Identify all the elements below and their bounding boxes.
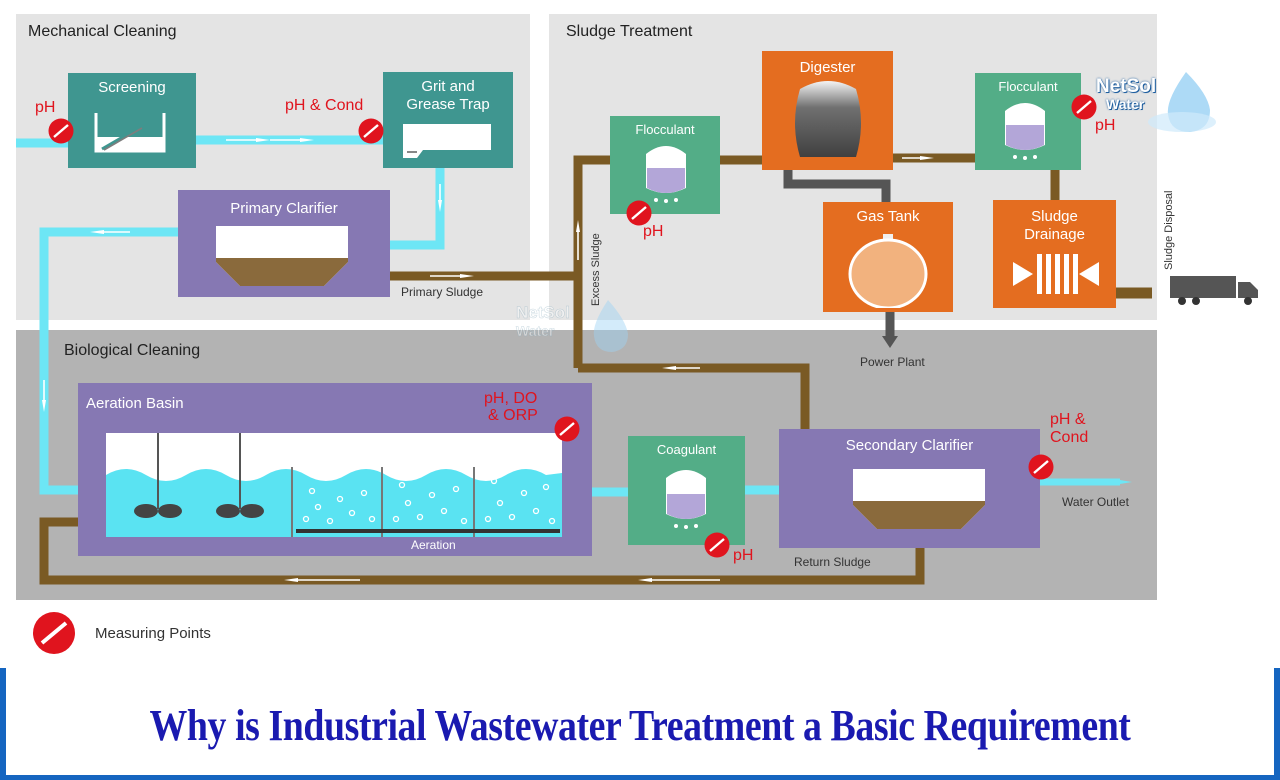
sludge-treatment-title: Sludge Treatment [566, 23, 693, 40]
filter-press-icon [1013, 254, 1099, 294]
aeration-tank-icon [106, 433, 562, 537]
coagulant-tank-icon [666, 470, 706, 529]
bubbles [302, 477, 556, 525]
logo-line1: NetSol [1096, 76, 1157, 97]
measure-coagulant-label: pH [733, 547, 754, 564]
digester-label: Digester [799, 59, 856, 76]
sludge-disposal-label: Sludge Disposal [1163, 190, 1175, 271]
flocculant-right-label: Flocculant [998, 79, 1058, 94]
water-outlet-label: Water Outlet [1062, 495, 1129, 509]
screen-icon [94, 113, 166, 153]
clarifier-tank-icon [216, 226, 348, 286]
grit-trap-icon [403, 124, 491, 158]
legend-measuring-point-icon [33, 612, 75, 654]
aeration-label: Aeration [411, 538, 456, 552]
return-sludge-label: Return Sludge [794, 555, 871, 569]
grit-line1: Grit and [421, 78, 475, 95]
measuring-point-icon [1028, 454, 1054, 480]
measure-screening-label: pH [35, 99, 56, 116]
logo-line2: Water [1106, 96, 1145, 112]
power-plant-label: Power Plant [860, 355, 925, 369]
flow-arrow-shafts [43, 139, 922, 581]
measuring-point-icon [48, 118, 74, 144]
digester-unit: Digester [762, 51, 893, 170]
secondary-clarifier-unit: Secondary Clarifier [779, 429, 1040, 548]
coagulant-unit: Coagulant [628, 436, 745, 545]
primary-clarifier-unit: Primary Clarifier [178, 190, 390, 297]
gas-tank-label: Gas Tank [856, 208, 920, 225]
water-drop-logo-icon [1148, 72, 1216, 132]
grit-grease-trap-unit: Grit and Grease Trap [383, 72, 513, 168]
grit-line2: Grease Trap [406, 96, 490, 113]
flocculant-tank-icon [1005, 103, 1045, 160]
gas-tank-icon [848, 234, 928, 308]
primary-clarifier-label: Primary Clarifier [230, 200, 338, 217]
measure-grit-label: pH & Cond [285, 97, 364, 114]
primary-sludge-label: Primary Sludge [401, 285, 484, 299]
legend-label: Measuring Points [95, 625, 211, 642]
sludge-pipes [39, 153, 1152, 585]
biological-cleaning-title: Biological Cleaning [64, 342, 201, 359]
flow-arrows [42, 138, 1132, 582]
measuring-point-icon [358, 118, 384, 144]
clarifier-tank-icon [853, 469, 985, 529]
flocculant-right-unit: Flocculant [975, 73, 1081, 170]
measuring-point-icon [704, 532, 730, 558]
sludge-drainage-line1: Sludge [1031, 208, 1078, 225]
sludge-drainage-line2: Drainage [1024, 226, 1085, 243]
measuring-point-icon [1071, 94, 1097, 120]
measure-aeration-line2: & ORP [488, 407, 538, 424]
aeration-basin-label: Aeration Basin [86, 395, 184, 412]
svg-text:Water: Water [516, 323, 555, 339]
digester-tank-icon [795, 81, 861, 157]
banner-frame [0, 668, 1280, 780]
flocculant-left-label: Flocculant [635, 122, 695, 137]
screening-unit: Screening [68, 73, 196, 168]
watermark-logo-icon: NetSol Water [516, 300, 628, 352]
coagulant-label: Coagulant [656, 442, 717, 457]
measure-flocculant-left-label: pH [643, 223, 664, 240]
measure-flocculant-right-label: pH [1095, 117, 1116, 134]
page-title: Why is Industrial Wastewater Treatment a… [149, 701, 1131, 750]
flocculant-left-unit: Flocculant [610, 116, 720, 214]
svg-text:NetSol: NetSol [516, 303, 570, 322]
mechanical-cleaning-title: Mechanical Cleaning [28, 23, 177, 40]
measuring-point-icon [554, 416, 580, 442]
measure-secondary-line1: pH & [1050, 411, 1086, 428]
secondary-clarifier-label: Secondary Clarifier [845, 437, 974, 454]
truck-icon [1170, 276, 1258, 305]
sludge-drainage-unit: Sludge Drainage [993, 200, 1116, 308]
aeration-basin-unit: Aeration Basin Aeration [78, 383, 592, 556]
measure-aeration-line1: pH, DO [484, 390, 538, 407]
gas-pipes [783, 170, 898, 348]
flocculant-tank-icon [646, 146, 686, 203]
measure-secondary-line2: Cond [1050, 429, 1089, 446]
screening-label: Screening [98, 79, 166, 96]
gas-tank-unit: Gas Tank [823, 202, 953, 312]
